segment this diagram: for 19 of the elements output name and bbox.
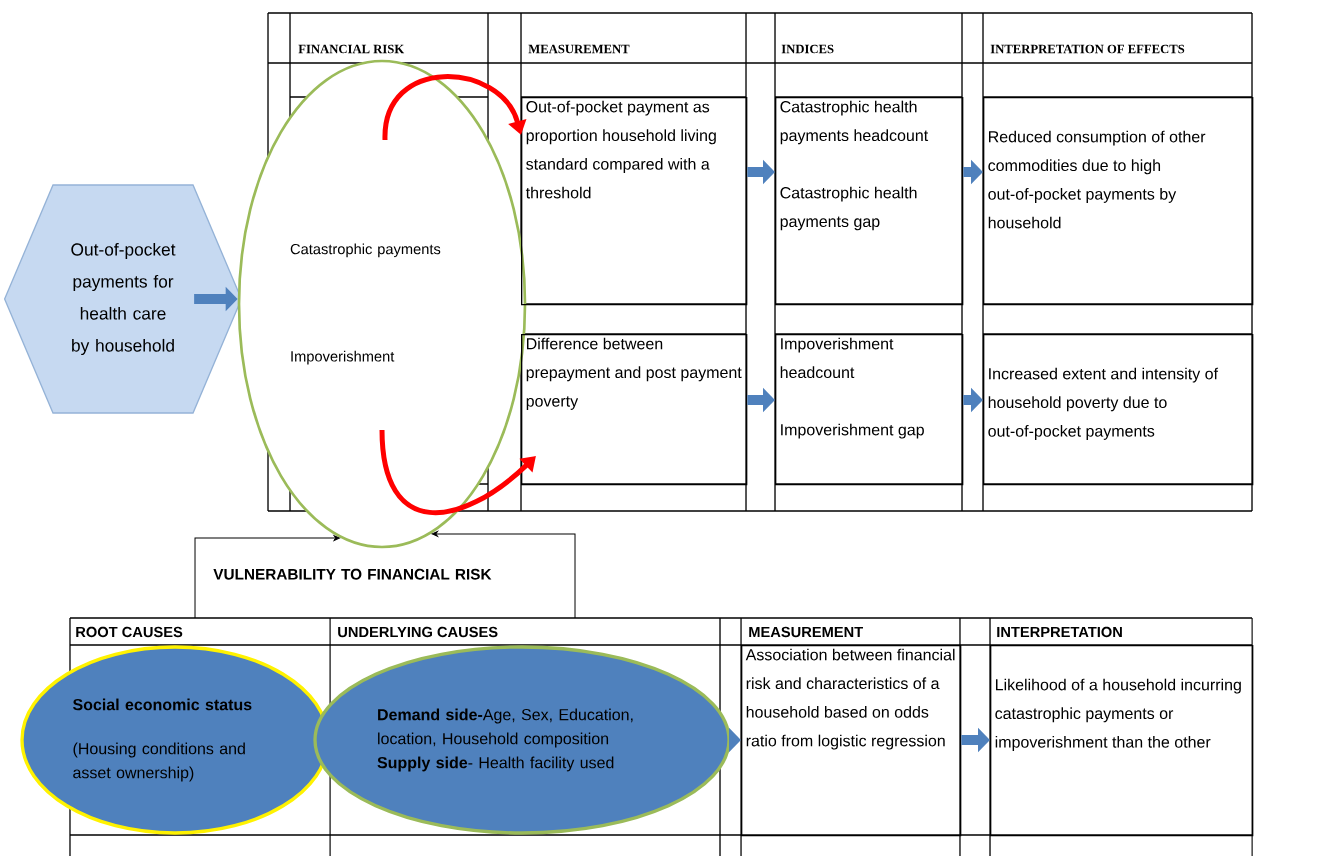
table-cell: Impoverishment headcount Impoverishment gap: [775, 334, 964, 486]
table-cell: Difference between prepayment and post payment poverty: [521, 334, 748, 486]
table-cell: Association between financial risk and characteristics of a household based on odds ratio from logistic regression: [741, 645, 962, 837]
arrow: [194, 535, 340, 619]
column-header: ROOT CAUSES: [76, 626, 183, 638]
column-header: INDICES: [781, 44, 834, 54]
table-cell: Catastrophic health payments headcount Catastrophic health payments gap: [775, 97, 964, 306]
hexagon: Out-of-pocket payments for health care by household: [3, 184, 243, 414]
section-heading: VULNERABILITY TO FINANCIAL RISK: [213, 568, 492, 580]
table-cell: Likelihood of a household incurring catastrophic payments or impoverishment than the other: [990, 645, 1254, 837]
arrow: [431, 531, 576, 619]
column-header: MEASUREMENT: [749, 626, 863, 638]
column-header: UNDERLYING CAUSES: [338, 626, 498, 638]
column-header: INTERPRETATION OF EFFECTS: [990, 44, 1185, 54]
column-header: INTERPRETATION: [997, 626, 1122, 638]
table-cell: Out-of-pocket payment as proportion household living standard compared with a threshold: [521, 97, 748, 306]
column-header: MEASUREMENT: [528, 44, 630, 54]
table-cell: Increased extent and intensity of household poverty due to out-of-pocket payments: [983, 334, 1254, 486]
table-cell: Reduced consumption of other commodities due to high out-of-pocket payments by household: [983, 97, 1254, 306]
